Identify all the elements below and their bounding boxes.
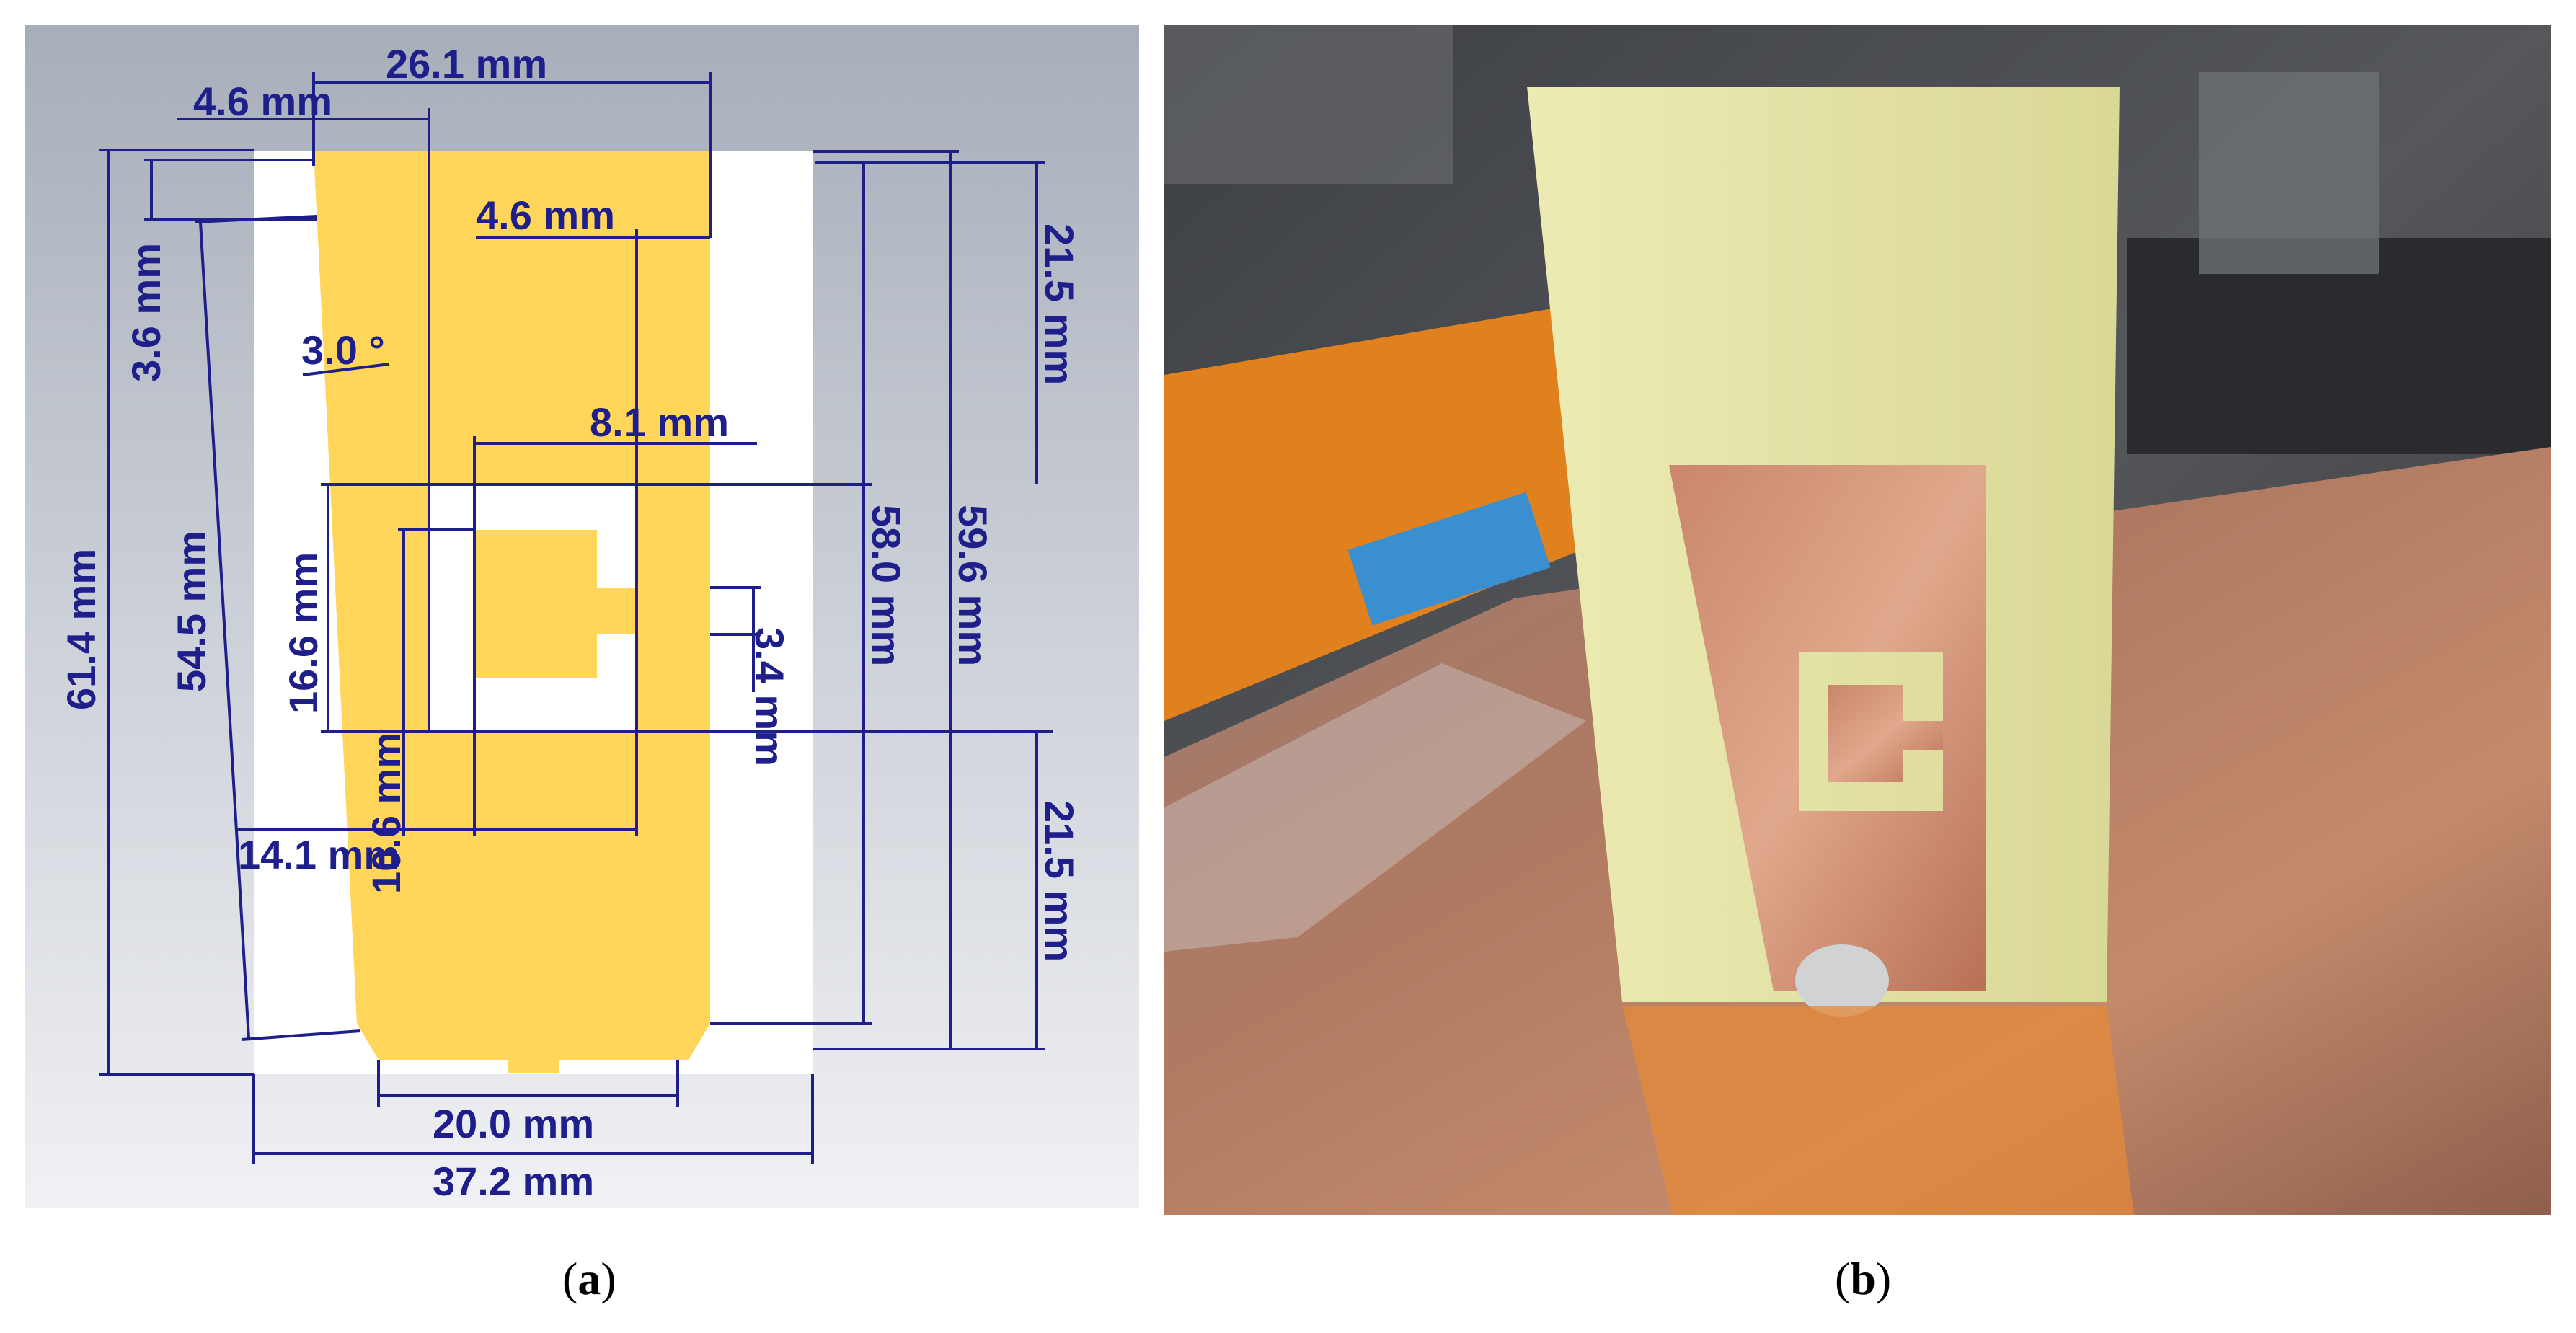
label-substrate-width: 37.2 mm: [433, 1159, 594, 1204]
board-reflection: [1622, 1006, 2134, 1215]
label-gap: 3.4 mm: [747, 627, 792, 766]
label-slot-width: 8.1 mm: [590, 399, 729, 445]
solder-joint: [1795, 944, 1889, 1017]
ground-highlight: [1164, 663, 1586, 952]
label-substrate-inner-height: 59.6 mm: [950, 505, 996, 666]
label-bottom-width: 20.0 mm: [433, 1101, 594, 1146]
background-box: [1164, 25, 1453, 184]
label-taper-angle: 3.0 °: [301, 327, 385, 373]
label-top-width: 26.1 mm: [386, 41, 547, 87]
copper-patch: [1669, 465, 1986, 991]
panel-b: [1164, 25, 2551, 1215]
label-left-offset: 14.1 mm: [238, 832, 399, 877]
orange-panel: [1164, 303, 1586, 721]
panel-a: 26.1 mm 4.6 mm 4.6 mm 3.6 mm 3.0 ° 8.1 m…: [25, 25, 1139, 1208]
blue-device: [1347, 492, 1551, 626]
slot-stub: [474, 530, 637, 678]
label-total-height: 61.4 mm: [58, 549, 104, 710]
dimension-lines: [99, 72, 1053, 1164]
caption-b: (b): [1835, 1253, 1891, 1304]
label-left-small: 3.6 mm: [123, 243, 169, 382]
caption-a: (a): [562, 1253, 616, 1304]
label-slot-offset: 4.6 mm: [476, 192, 615, 238]
copper-slot-stub: [1828, 685, 1943, 782]
background-equipment: [2199, 72, 2379, 274]
label-patch-height: 58.0 mm: [864, 505, 909, 666]
label-bottom-section-height: 21.5 mm: [1037, 800, 1082, 962]
label-slot-height: 16.6 mm: [280, 552, 326, 714]
label-top-section-height: 21.5 mm: [1037, 223, 1082, 385]
label-top-left-offset: 4.6 mm: [193, 79, 332, 124]
radiating-patch: [314, 151, 710, 1060]
label-taper-edge: 54.5 mm: [169, 531, 214, 692]
label-inner-height: 10.6 mm: [363, 732, 409, 894]
feed-line: [508, 1060, 559, 1073]
